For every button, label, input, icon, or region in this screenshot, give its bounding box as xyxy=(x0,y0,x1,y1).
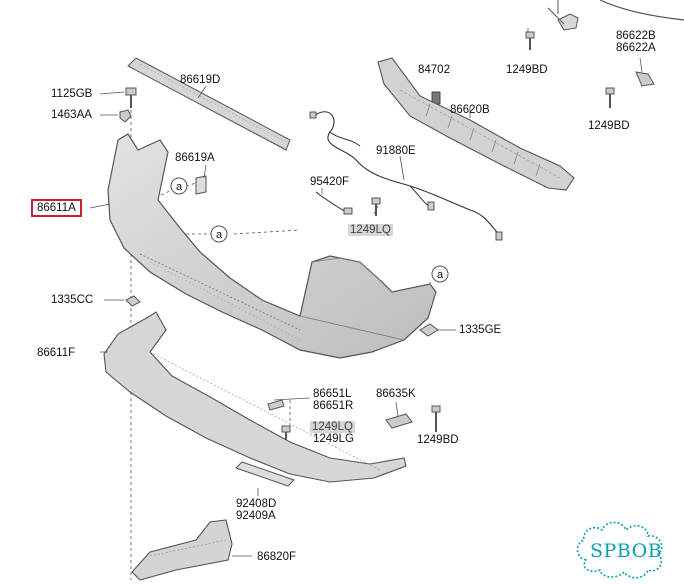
label-1335CC: 1335CC xyxy=(51,294,94,306)
callout-circle-a2 xyxy=(210,225,228,243)
label-86651R: 86651R xyxy=(313,400,354,412)
bolt-1249BD-right xyxy=(605,87,615,108)
under-cover-86820F xyxy=(131,519,233,581)
label-92409A: 92409A xyxy=(236,510,276,522)
clip-1335GE xyxy=(419,323,439,337)
trim-strip-86619D xyxy=(127,57,291,151)
label-86635K: 86635K xyxy=(376,388,416,400)
label-1249BD-right: 1249BD xyxy=(588,120,630,132)
bolt-1249LQ-mid xyxy=(281,425,291,440)
watermark-text: SPBOB xyxy=(590,540,663,562)
bracket-top xyxy=(557,13,579,31)
label-1249BD-mid: 1249BD xyxy=(417,434,459,446)
label-84702: 84702 xyxy=(418,64,450,76)
reflector-92408D xyxy=(235,461,295,487)
callout-a2-text: a xyxy=(216,229,223,241)
callout-circle-a3 xyxy=(431,265,449,283)
label-86619A: 86619A xyxy=(175,152,215,164)
label-1335GE: 1335GE xyxy=(459,324,502,336)
label-86620B: 86620B xyxy=(450,104,490,116)
spbob-watermark-logo xyxy=(576,521,663,579)
bolt-1249BD-top xyxy=(525,31,535,50)
label-86622A: 86622A xyxy=(616,42,656,54)
vehicle-edge-outline xyxy=(599,0,684,21)
plate-86651 xyxy=(267,399,285,411)
label-91880E: 91880E xyxy=(376,145,416,157)
label-92408D: 92408D xyxy=(236,498,277,510)
label-1125GB: 1125GB xyxy=(51,88,93,100)
callout-a1-text: a xyxy=(176,181,183,193)
label-86611A: 86611A xyxy=(31,199,82,217)
bolt-1249BD-mid xyxy=(431,405,441,432)
bumper-cover-86611A xyxy=(107,133,437,359)
label-86820F: 86820F xyxy=(257,551,297,563)
clip-1463AA xyxy=(119,109,132,123)
wiring-harness-91880E xyxy=(313,111,501,237)
label-1249LQ-mid: 1249LQ xyxy=(310,421,355,433)
bracket-86635K xyxy=(385,413,413,429)
bracket-86619A xyxy=(195,175,207,195)
bolt-1249LQ-top xyxy=(371,197,381,216)
bracket-86622 xyxy=(635,71,655,87)
label-1249BD-top: 1249BD xyxy=(506,64,548,76)
callout-circle-a1 xyxy=(170,177,188,195)
energy-absorber-86620B xyxy=(377,57,575,191)
bolt-1125GB xyxy=(125,87,137,108)
label-1249LQ-top: 1249LQ xyxy=(348,224,393,236)
label-95420F: 95420F xyxy=(310,176,350,188)
label-86651L: 86651L xyxy=(313,388,352,400)
label-86619D: 86619D xyxy=(180,74,221,86)
lower-skid-86611F xyxy=(103,311,407,483)
label-86611F: 86611F xyxy=(37,347,76,359)
clip-1335CC-left xyxy=(125,295,141,307)
sensor-95420F xyxy=(315,191,347,213)
label-1463AA: 1463AA xyxy=(51,109,92,121)
callout-a3-text: a xyxy=(437,269,444,281)
label-1249LG: 1249LG xyxy=(313,433,354,445)
label-86622B: 86622B xyxy=(616,30,656,42)
tag-84702 xyxy=(431,91,441,105)
